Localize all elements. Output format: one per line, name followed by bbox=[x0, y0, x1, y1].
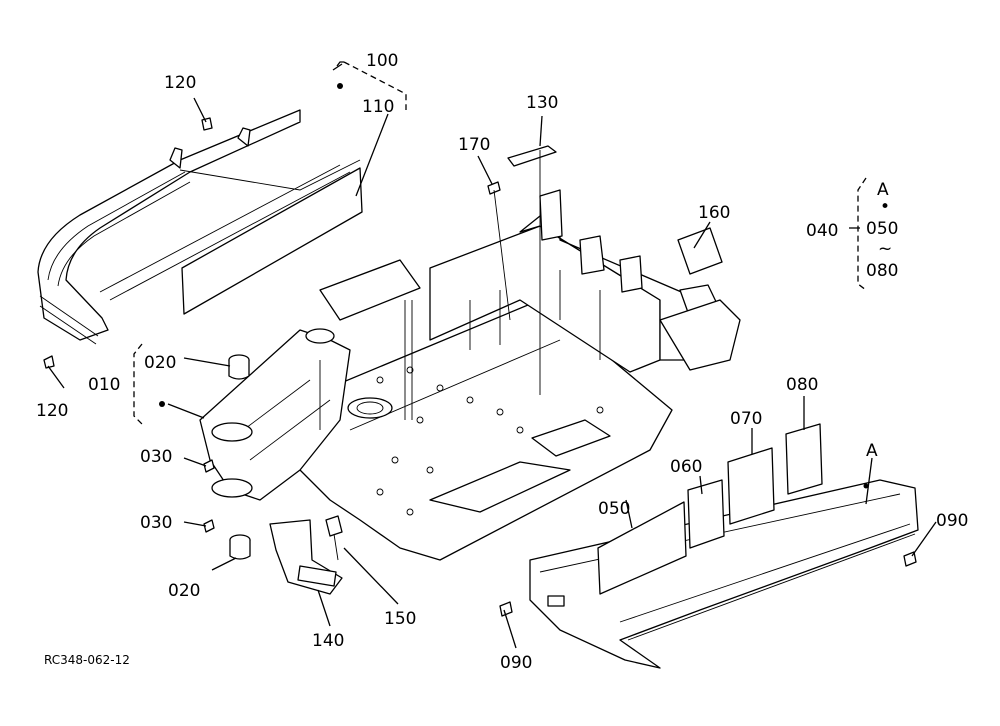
callout-a: A bbox=[866, 441, 878, 461]
step-bracket-140 bbox=[269, 519, 343, 595]
guide-130 bbox=[507, 145, 557, 395]
callout-040: 040 bbox=[806, 221, 838, 241]
bolt-150 bbox=[325, 515, 343, 561]
rear-counterweight bbox=[529, 479, 919, 669]
callout-030-bottom: 030 bbox=[140, 513, 172, 533]
callout-120-top: 120 bbox=[164, 73, 196, 93]
callout-160: 160 bbox=[698, 203, 730, 223]
callout-040-a: A bbox=[877, 180, 889, 200]
drawing-code: RC348-062-12 bbox=[44, 653, 130, 667]
callout-140: 140 bbox=[312, 631, 344, 651]
callout-080: 080 bbox=[786, 375, 818, 395]
bushing-020 bbox=[228, 354, 251, 560]
callout-040-tilde: ~ bbox=[878, 239, 892, 259]
callout-090-right: 090 bbox=[936, 511, 968, 531]
plate-160 bbox=[677, 227, 723, 275]
bolt-170 bbox=[487, 181, 511, 321]
callout-100: 100 bbox=[366, 51, 398, 71]
callout-050: 050 bbox=[598, 499, 630, 519]
callout-010: 010 bbox=[88, 375, 120, 395]
callout-020-bottom: 020 bbox=[168, 581, 200, 601]
callouts: 100 110 120 130 170 160 040 A • 050 ~ 08… bbox=[36, 51, 968, 673]
callout-040-050: 050 bbox=[866, 219, 898, 239]
callout-090-bottom: 090 bbox=[500, 653, 532, 673]
callout-170: 170 bbox=[458, 135, 490, 155]
callout-130: 130 bbox=[526, 93, 558, 113]
callout-070: 070 bbox=[730, 409, 762, 429]
callout-110: 110 bbox=[362, 97, 394, 117]
screws bbox=[43, 117, 917, 617]
callout-120-left: 120 bbox=[36, 401, 68, 421]
rubber-sheet-110 bbox=[181, 167, 363, 315]
left-cover-panel bbox=[37, 109, 361, 345]
callout-040-080: 080 bbox=[866, 261, 898, 281]
callout-060: 060 bbox=[670, 457, 702, 477]
callout-150: 150 bbox=[384, 609, 416, 629]
main-frame bbox=[199, 189, 741, 561]
callout-020-top: 020 bbox=[144, 353, 176, 373]
callout-040-dot: • bbox=[880, 197, 890, 217]
callout-030-top: 030 bbox=[140, 447, 172, 467]
leader-lines bbox=[47, 61, 937, 649]
rubber-pads bbox=[597, 423, 823, 595]
grease-fitting-030 bbox=[203, 459, 215, 533]
